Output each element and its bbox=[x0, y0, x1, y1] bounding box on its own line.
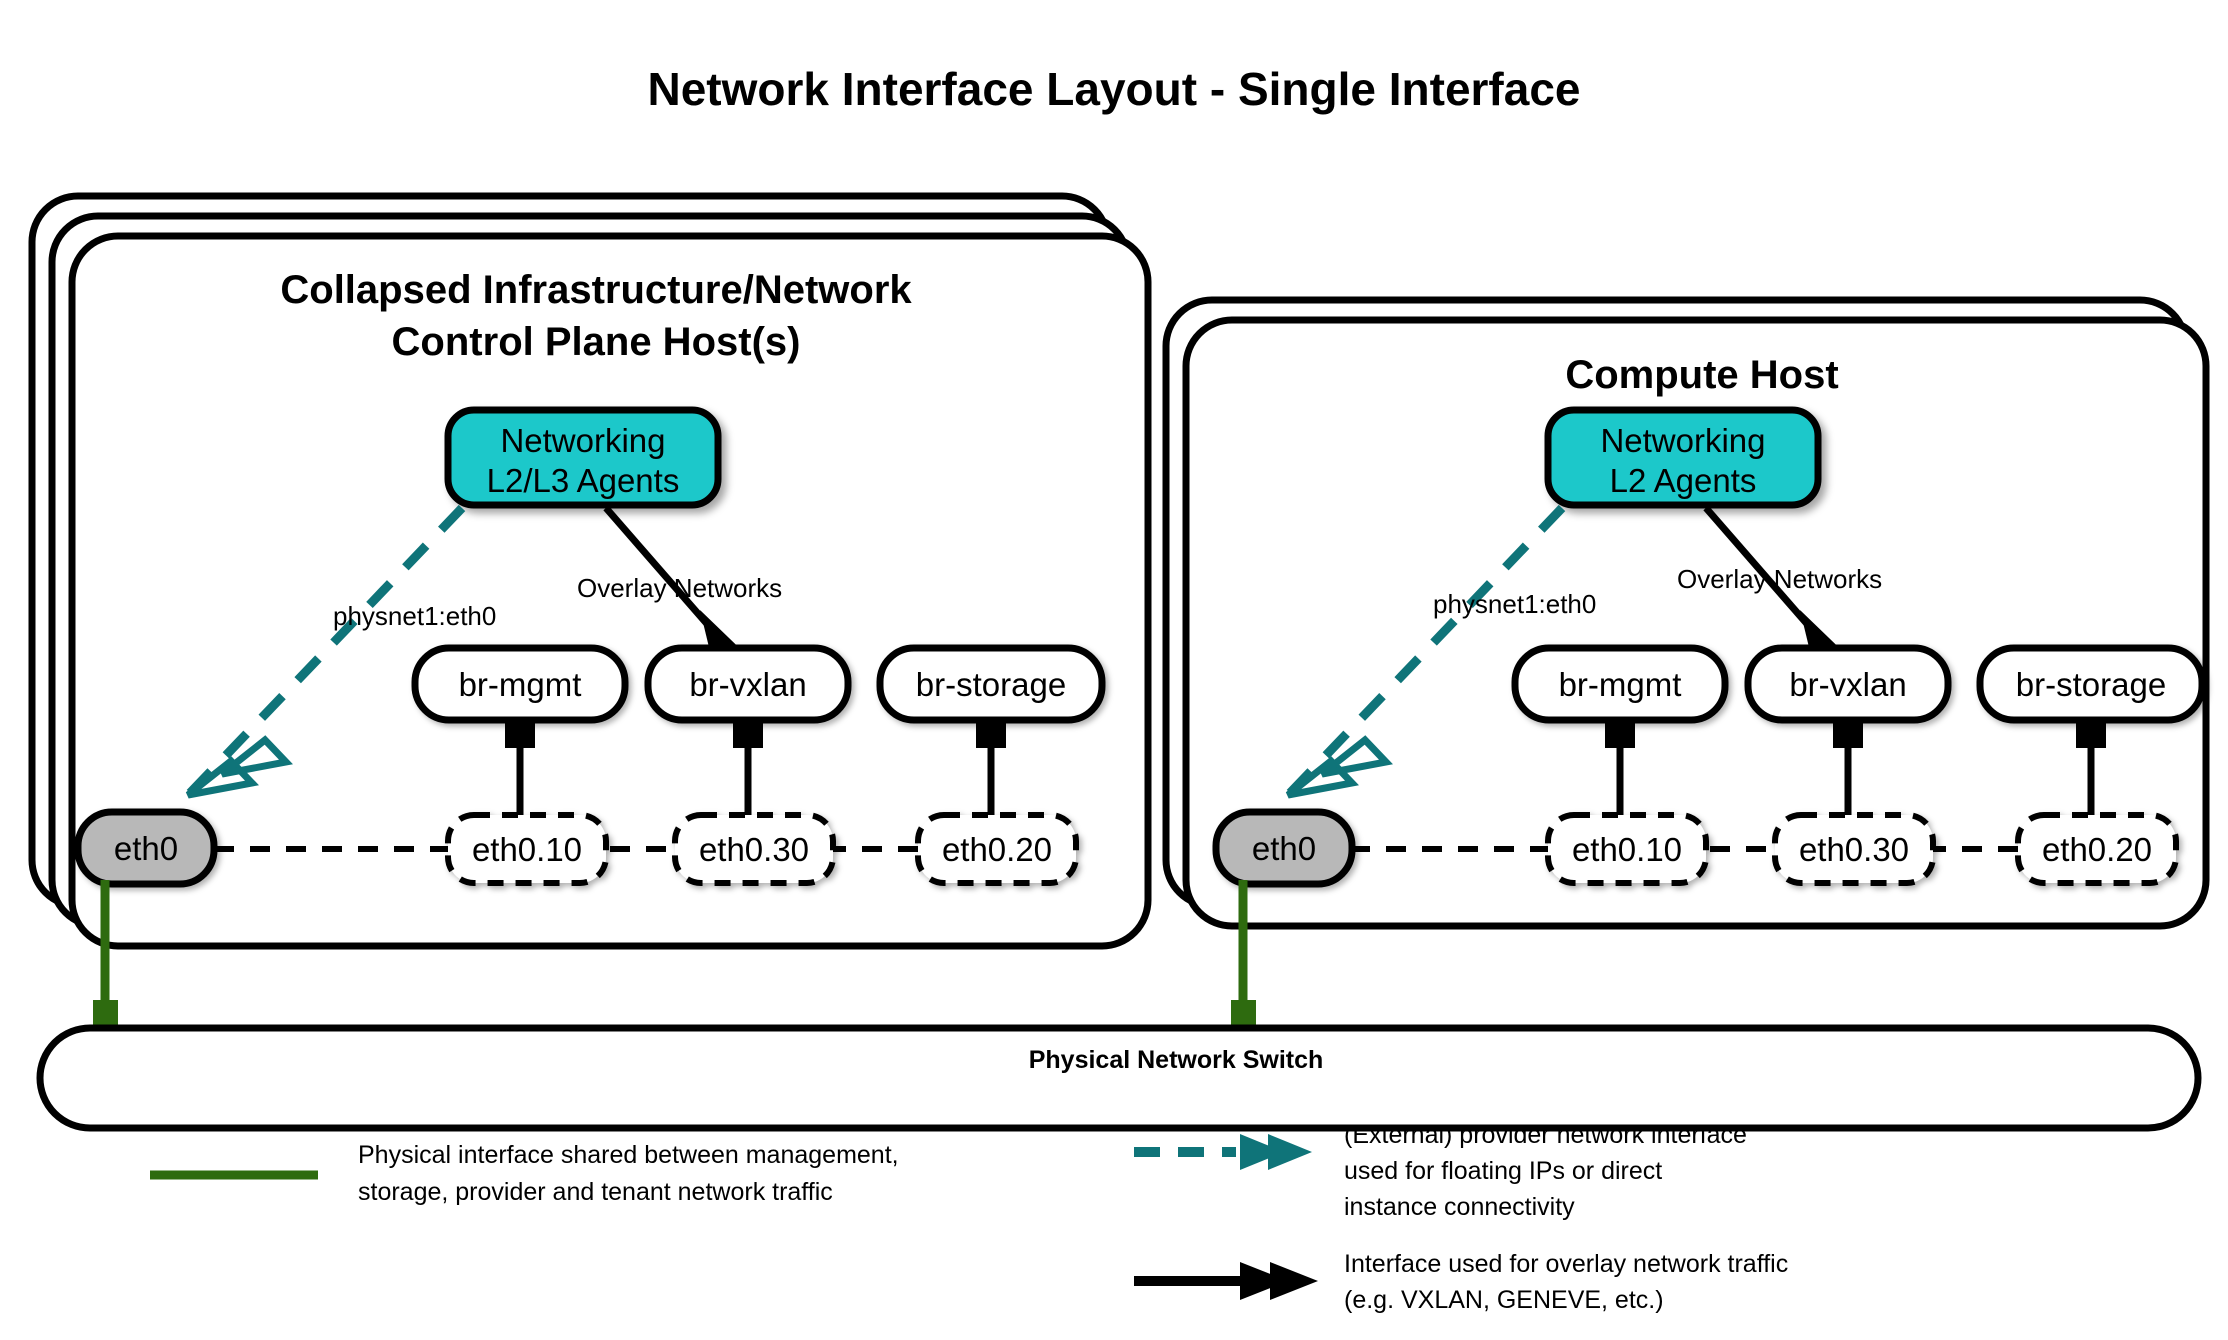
compute-host-title-line1: Compute Host bbox=[1565, 353, 1838, 397]
compute-bridge-label-2: br-storage bbox=[2016, 666, 2166, 703]
legend-provider-text-0: (External) provider network interface bbox=[1344, 1121, 1747, 1149]
legend-physical-text-1: storage, provider and tenant network tra… bbox=[358, 1178, 833, 1206]
compute-provider-edge-label: physnet1:eth0 bbox=[1433, 589, 1596, 619]
compute-eth0-label: eth0 bbox=[1252, 830, 1316, 867]
compute-agents-label-line1: Networking bbox=[1600, 422, 1765, 459]
legend-provider-arrow-swatch bbox=[1134, 1134, 1312, 1170]
compute-vlan-eth0-10[interactable] bbox=[1545, 812, 1709, 886]
compute-vlan-label-0: eth0.10 bbox=[1572, 831, 1682, 868]
compute-provider-network-edge bbox=[1285, 504, 1566, 799]
physical-network-switch-label: Physical Network Switch bbox=[1029, 1046, 1324, 1074]
control-eth0-label: eth0 bbox=[114, 830, 178, 867]
legend-physical-text-0: Physical interface shared between manage… bbox=[358, 1141, 899, 1169]
legend-overlay-arrow-swatch bbox=[1134, 1262, 1318, 1300]
legend-overlay-text-0: Interface used for overlay network traff… bbox=[1344, 1250, 1788, 1278]
control-host-title-line2: Control Plane Host(s) bbox=[392, 320, 801, 364]
compute-bridge-group-0: br-mgmt eth0.10 bbox=[1511, 644, 1729, 886]
control-provider-network-edge bbox=[185, 504, 466, 799]
control-bridge-label-0: br-mgmt bbox=[459, 666, 582, 703]
control-host-box[interactable] bbox=[68, 232, 1152, 950]
control-agents-label-line1: Networking bbox=[500, 422, 665, 459]
control-host-title-line1: Collapsed Infrastructure/Network bbox=[280, 268, 912, 312]
legend-provider-text-1: used for floating IPs or direct bbox=[1344, 1157, 1662, 1185]
control-host-stack bbox=[28, 192, 1152, 950]
compute-vlan-eth0-30[interactable] bbox=[1772, 812, 1936, 886]
control-bridge-group-2: br-storage eth0.20 bbox=[876, 644, 1106, 886]
control-vlan-label-2: eth0.20 bbox=[942, 831, 1052, 868]
compute-vlan-label-1: eth0.30 bbox=[1799, 831, 1909, 868]
compute-agents-label-line2: L2 Agents bbox=[1610, 462, 1757, 499]
physical-network-switch[interactable] bbox=[36, 1024, 2202, 1132]
control-vlan-eth0-20[interactable] bbox=[915, 812, 1079, 886]
control-vlan-label-0: eth0.10 bbox=[472, 831, 582, 868]
compute-host-box[interactable] bbox=[1182, 316, 2210, 930]
page-title: Network Interface Layout - Single Interf… bbox=[647, 63, 1580, 115]
legend-provider-text-2: instance connectivity bbox=[1344, 1193, 1575, 1221]
legend-item-provider: (External) provider network interface us… bbox=[1134, 1121, 1747, 1221]
control-bridge-group-0: br-mgmt eth0.10 bbox=[411, 644, 629, 886]
legend-overlay-text-1: (e.g. VXLAN, GENEVE, etc.) bbox=[1344, 1286, 1664, 1314]
control-networking-agents-node[interactable] bbox=[444, 406, 722, 509]
compute-bridge-label-0: br-mgmt bbox=[1559, 666, 1682, 703]
control-vlan-eth0-10[interactable] bbox=[445, 812, 609, 886]
compute-eth0-node[interactable] bbox=[1212, 808, 1356, 888]
control-bridge-label-1: br-vxlan bbox=[689, 666, 806, 703]
compute-networking-agents-node[interactable] bbox=[1544, 406, 1822, 509]
compute-vlan-label-2: eth0.20 bbox=[2042, 831, 2152, 868]
control-agents-label-line2: L2/L3 Agents bbox=[487, 462, 680, 499]
compute-overlay-edge-label: Overlay Networks bbox=[1677, 564, 1882, 594]
control-vlan-label-1: eth0.30 bbox=[699, 831, 809, 868]
compute-vlan-eth0-20[interactable] bbox=[2015, 812, 2179, 886]
control-provider-edge-label: physnet1:eth0 bbox=[333, 601, 496, 631]
control-vlan-eth0-30[interactable] bbox=[672, 812, 836, 886]
compute-bridge-label-1: br-vxlan bbox=[1789, 666, 1906, 703]
compute-bridge-group-1: br-vxlan eth0.30 bbox=[1744, 644, 1952, 886]
control-overlay-edge-label: Overlay Networks bbox=[577, 573, 782, 603]
compute-host-stack bbox=[1162, 296, 2210, 930]
compute-bridge-group-2: br-storage eth0.20 bbox=[1976, 644, 2206, 886]
control-bridge-label-2: br-storage bbox=[916, 666, 1066, 703]
control-eth0-node[interactable] bbox=[74, 808, 218, 888]
legend-item-overlay: Interface used for overlay network traff… bbox=[1134, 1250, 1788, 1314]
control-bridge-group-1: br-vxlan eth0.30 bbox=[644, 644, 852, 886]
legend-item-physical: Physical interface shared between manage… bbox=[150, 1141, 899, 1206]
